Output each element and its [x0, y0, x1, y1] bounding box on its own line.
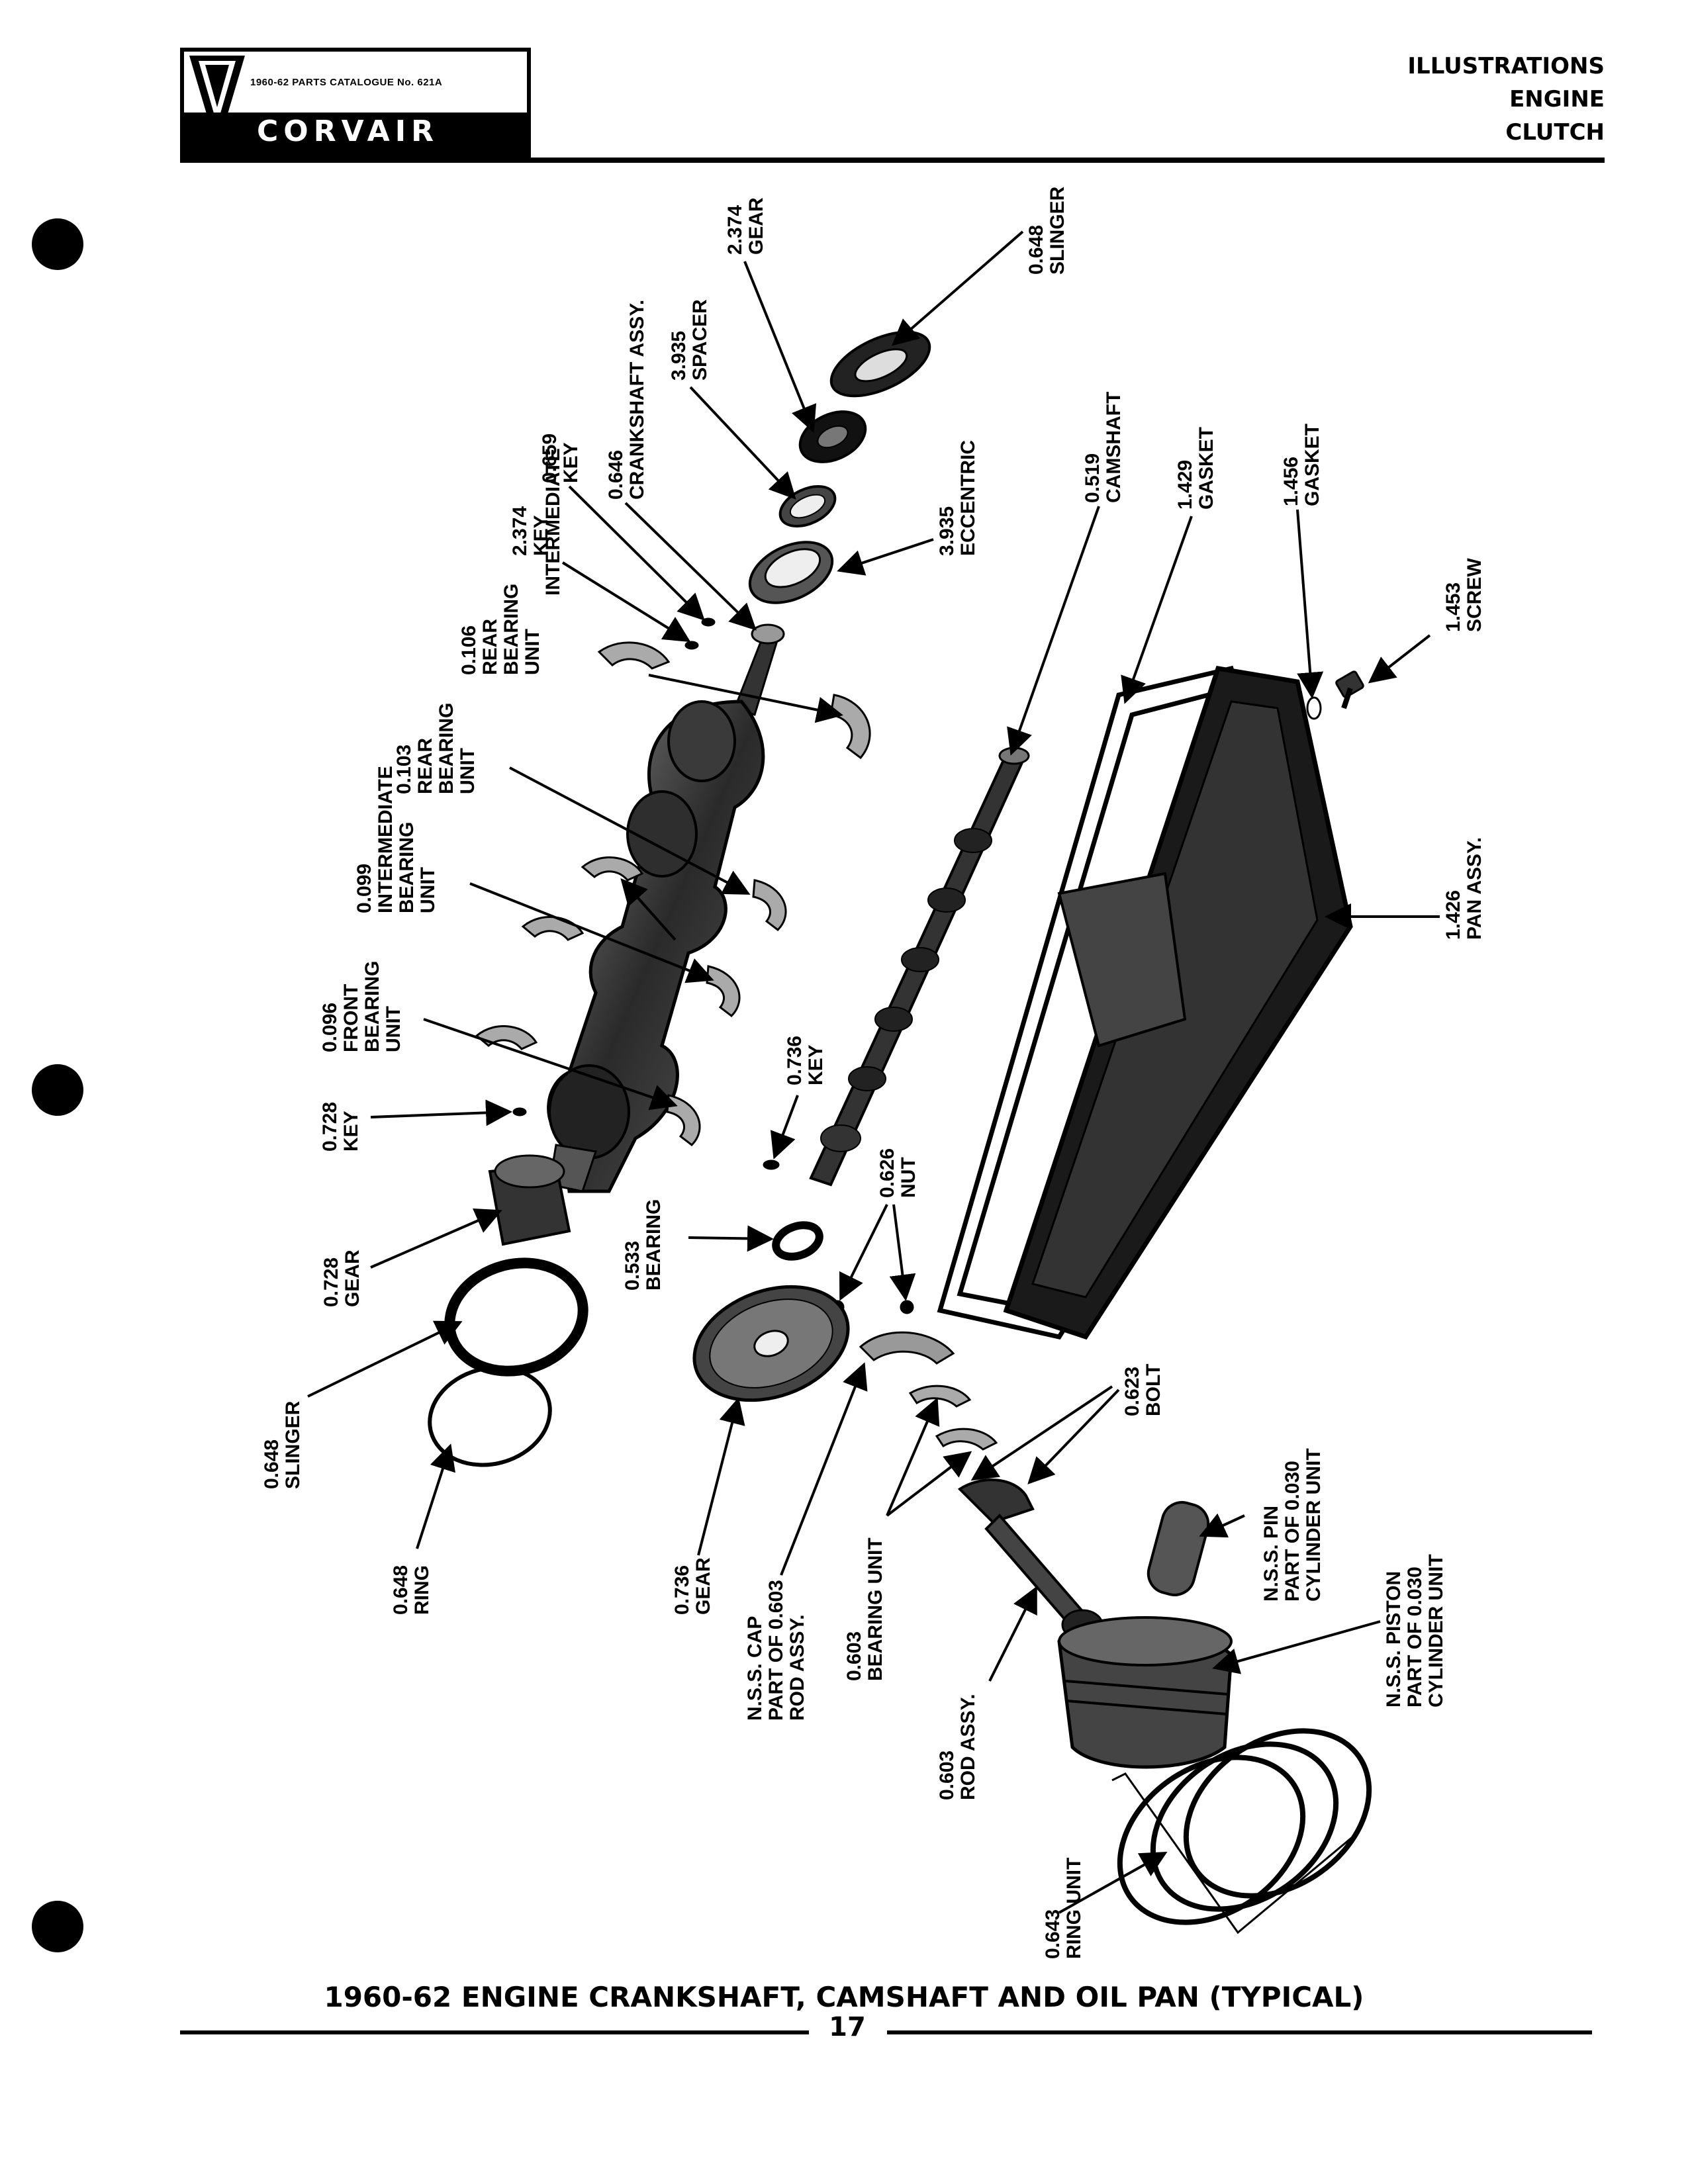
callout-crankshaft-assy-0646: 0.646CRANKSHAFT ASSY.: [605, 300, 648, 500]
callout-pin-nss: N.S.S. PINPART OF 0.030CYLINDER UNIT: [1260, 1448, 1325, 1602]
callout-gear-0736: 0.736GEAR: [671, 1557, 714, 1615]
screw-1453-part: [1335, 670, 1364, 709]
parts: [428, 330, 1372, 1934]
key-0736-part: [763, 1160, 780, 1170]
ring-unit-bracket: [1111, 1772, 1358, 1934]
callout-cap-nss: N.S.S. CAPPART OF 0.603ROD ASSY.: [744, 1580, 808, 1721]
callout-eccentric-3935: 3.935ECCENTRIC: [936, 440, 979, 556]
callout-intermediate-0099: 0.099INTERMEDIATEBEARINGUNIT: [353, 766, 439, 913]
callout-gear-2374: 2.374GEAR: [724, 197, 767, 255]
section-label-illustrations: ILLUSTRATIONS: [1407, 53, 1605, 79]
callout-bolt-0623: 0.623BOLT: [1121, 1364, 1164, 1416]
header-rule: [180, 158, 1605, 163]
rod-bearing-lower-part: [935, 1428, 998, 1451]
bearing-shell-intermediate-upper: [521, 916, 585, 941]
callout-slinger-0648-bottom: 0.648SLINGER: [261, 1400, 304, 1489]
corvair-emblem-icon: [189, 56, 245, 150]
rod-bearing-upper-part: [908, 1385, 972, 1408]
crankshaft-part: [547, 623, 785, 1193]
section-label-engine: ENGINE: [1509, 86, 1605, 113]
punch-hole-bottom: [32, 1901, 83, 1952]
punch-hole-middle: [32, 1064, 83, 1116]
callout-bearing-0533: 0.533BEARING: [622, 1199, 665, 1291]
callout-pan-assy-1426: 1.426PAN ASSY.: [1442, 837, 1485, 940]
bearing-0533-part: [772, 1221, 823, 1261]
callout-key-0736: 0.736KEY: [784, 1036, 827, 1085]
callout-key-0728: 0.728KEY: [319, 1102, 362, 1152]
logo-band: CORVAIR: [184, 113, 527, 154]
bearing-shell-intermediate-lower: [706, 965, 741, 1017]
bearing-shell-rear-upper: [597, 641, 671, 670]
key-0659-part: [701, 617, 716, 627]
callout-gasket-1456: 1.456GASKET: [1280, 424, 1323, 506]
figure-caption: 1960-62 ENGINE CRANKSHAFT, CAMSHAFT AND …: [324, 1981, 1364, 2013]
eccentric-3935-part: [748, 541, 834, 604]
gear-0736-part: [692, 1285, 850, 1402]
slinger-0648-lower-part: [444, 1257, 588, 1377]
ring-0648-part: [428, 1365, 552, 1467]
callout-front-bearing-0096: 0.096FRONTBEARINGUNIT: [319, 961, 404, 1052]
section-label-clutch: CLUTCH: [1505, 119, 1605, 146]
callout-key-0659: 0.659KEY: [539, 433, 582, 483]
callout-ring-0648: 0.648RING: [390, 1565, 433, 1615]
callout-ring-unit-0643: 0.643RING UNIT: [1042, 1858, 1085, 1959]
callout-bearing-unit-0603: 0.603BEARING UNIT: [843, 1537, 886, 1681]
key-0728-part: [512, 1107, 527, 1116]
callout-intermediate-word: INTERMEDIATE: [542, 448, 564, 596]
footer-rule-left: [180, 2030, 809, 2034]
bearing-shell-front-upper: [475, 1025, 538, 1050]
callout-slinger-0648-top: 0.648SLINGER: [1025, 186, 1068, 275]
gear-2374-part: [798, 410, 867, 463]
key-2374-part: [684, 641, 699, 650]
callout-labels: 2.374GEAR 0.648SLINGER 3.935SPACER 0.646…: [261, 186, 1485, 1959]
bearing-shell-rear-lower: [829, 694, 871, 760]
callout-rear-bearing-0103: 0.103REARBEARINGUNIT: [393, 703, 479, 794]
callout-rod-assy-0603: 0.603ROD ASSY.: [936, 1694, 979, 1800]
bearing-shell-rear-intermediate-lower: [752, 879, 787, 931]
brand-name: CORVAIR: [257, 114, 439, 148]
bearing-shell-rear-intermediate-upper: [581, 856, 644, 882]
piston-rings-part: [1117, 1728, 1372, 1925]
callout-camshaft-0519: 0.519CAMSHAFT: [1082, 392, 1125, 503]
page-number: 17: [829, 2012, 866, 2042]
footer-rule-right: [887, 2030, 1592, 2034]
callout-key-2374: 2.374KEY: [509, 506, 552, 556]
punch-hole-top: [32, 218, 83, 270]
leader-lines: [307, 230, 1440, 1914]
callout-rear-intermediate-0106: 0.106REARBEARINGUNIT: [458, 584, 543, 675]
slinger-top-part: [829, 330, 931, 398]
callout-screw-1453: 1.453SCREW: [1442, 558, 1485, 632]
callout-nut-0626: 0.626NUT: [876, 1148, 919, 1198]
nut-0626-b-part: [900, 1300, 914, 1314]
callout-gear-0728: 0.728GEAR: [320, 1250, 363, 1307]
callout-gasket-1429: 1.429GASKET: [1174, 427, 1217, 510]
oil-pan-part: [1003, 666, 1353, 1340]
callout-piston-nss: N.S.S. PISTONPART OF 0.030CYLINDER UNIT: [1383, 1554, 1447, 1707]
rod-cap-part: [859, 1331, 955, 1365]
bearing-shell-front-lower: [666, 1094, 701, 1146]
gear-0728-part: [488, 1154, 571, 1246]
catalogue-number: 1960-62 PARTS CATALOGUE No. 621A: [250, 77, 443, 88]
piston-pin-part: [1147, 1501, 1210, 1596]
connecting-rod-part: [957, 1479, 1103, 1641]
corvair-logo: 1960-62 PARTS CATALOGUE No. 621A CORVAIR: [180, 48, 531, 158]
callout-spacer-3935: 3.935SPACER: [668, 299, 711, 381]
piston-part: [1057, 1616, 1233, 1769]
gasket-1456-part: [1306, 696, 1322, 720]
